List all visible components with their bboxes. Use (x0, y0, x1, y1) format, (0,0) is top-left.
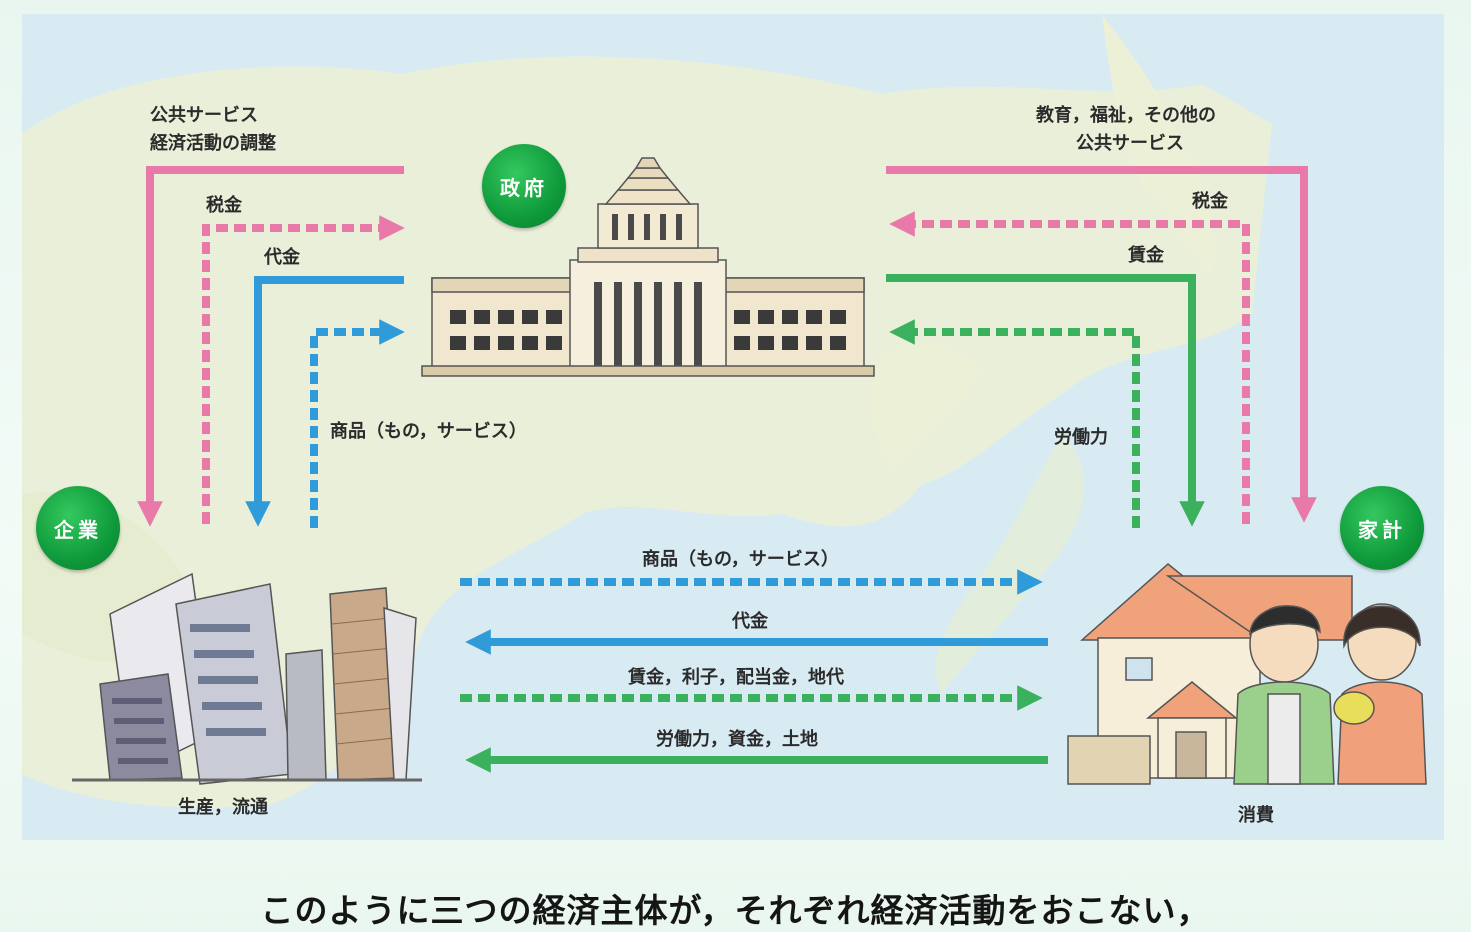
household-illustration (1067, 563, 1427, 785)
government-building-illustration (421, 157, 875, 377)
label-goods-left: 商品（もの，サービス） (330, 421, 527, 442)
diagram-panel: 政府 企業 家計 公共サービス 経済活動の調整 税金 代金 商品（もの，サービス… (22, 14, 1444, 840)
arrow-tax-from-business (202, 215, 405, 524)
arrow-public-service-to-household (886, 166, 1317, 523)
arrow-wage-to-household (886, 274, 1205, 527)
business-buildings-illustration (72, 572, 422, 785)
household-badge: 家計 (1340, 486, 1424, 570)
label-consumption: 消費 (1238, 805, 1274, 826)
label-economic-adjustment: 経済活動の調整 (150, 133, 276, 154)
arrow-labor-to-government (889, 319, 1140, 528)
label-payment-bottom: 代金 (732, 611, 768, 632)
label-labor-right: 労働力 (1054, 427, 1108, 448)
label-public-service-right-2: 公共サービス (1076, 133, 1184, 154)
government-badge: 政府 (482, 144, 566, 228)
caption-subtitle: このように三つの経済主体が，それぞれ経済活動をおこない， (260, 891, 1211, 930)
label-production: 生産，流通 (178, 797, 268, 818)
label-wage-right: 賃金 (1128, 245, 1164, 266)
label-tax-left: 税金 (206, 195, 242, 216)
arrow-payment-to-business (245, 276, 404, 527)
label-payment-left: 代金 (264, 247, 300, 268)
label-factors-bottom: 労働力，資金，土地 (656, 729, 818, 750)
label-income-bottom: 賃金，利子，配当金，地代 (628, 667, 844, 688)
arrow-tax-from-household (889, 211, 1250, 524)
business-badge: 企業 (36, 486, 120, 570)
arrow-public-service-to-business (137, 166, 404, 527)
arrow-goods-to-government (310, 319, 405, 528)
label-tax-right: 税金 (1192, 191, 1228, 212)
label-public-service-right-1: 教育，福祉，その他の (1036, 105, 1216, 126)
label-goods-bottom: 商品（もの，サービス） (642, 549, 839, 570)
label-public-service-left: 公共サービス (150, 105, 258, 126)
